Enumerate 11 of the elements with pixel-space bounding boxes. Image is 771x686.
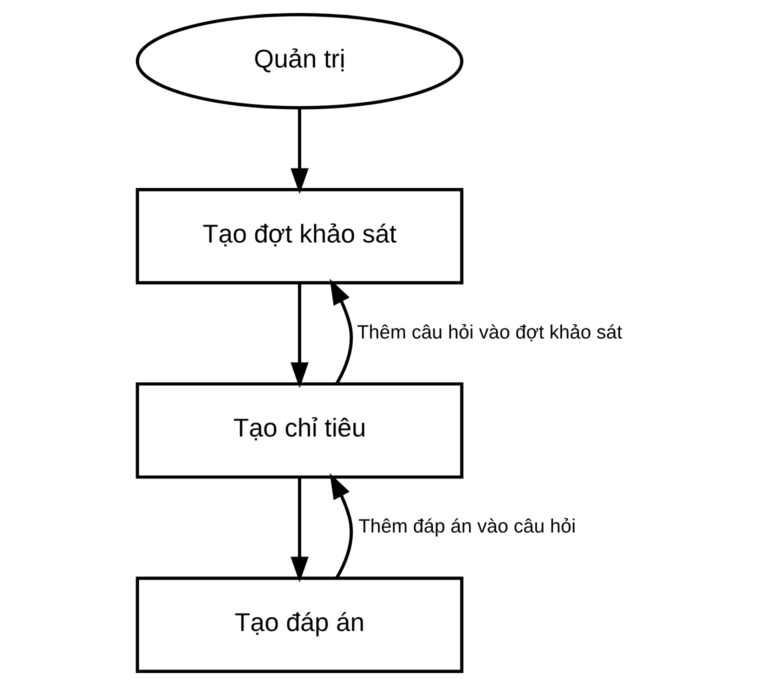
arrow	[330, 278, 353, 385]
arrow	[290, 108, 309, 194]
node-box: Tạo đợt khảo sát	[136, 188, 464, 284]
arrow	[290, 477, 309, 582]
node-box: Tạo chỉ tiêu	[136, 382, 464, 479]
node-ellipse: Quản trị	[136, 13, 464, 110]
arrow	[290, 283, 309, 388]
arrow	[330, 473, 353, 579]
edge-label: Thêm đáp án vào câu hỏi	[358, 516, 576, 538]
node-box: Tạo đáp án	[136, 576, 464, 673]
edge-label: Thêm câu hỏi vào đợt khảo sát	[357, 322, 622, 344]
